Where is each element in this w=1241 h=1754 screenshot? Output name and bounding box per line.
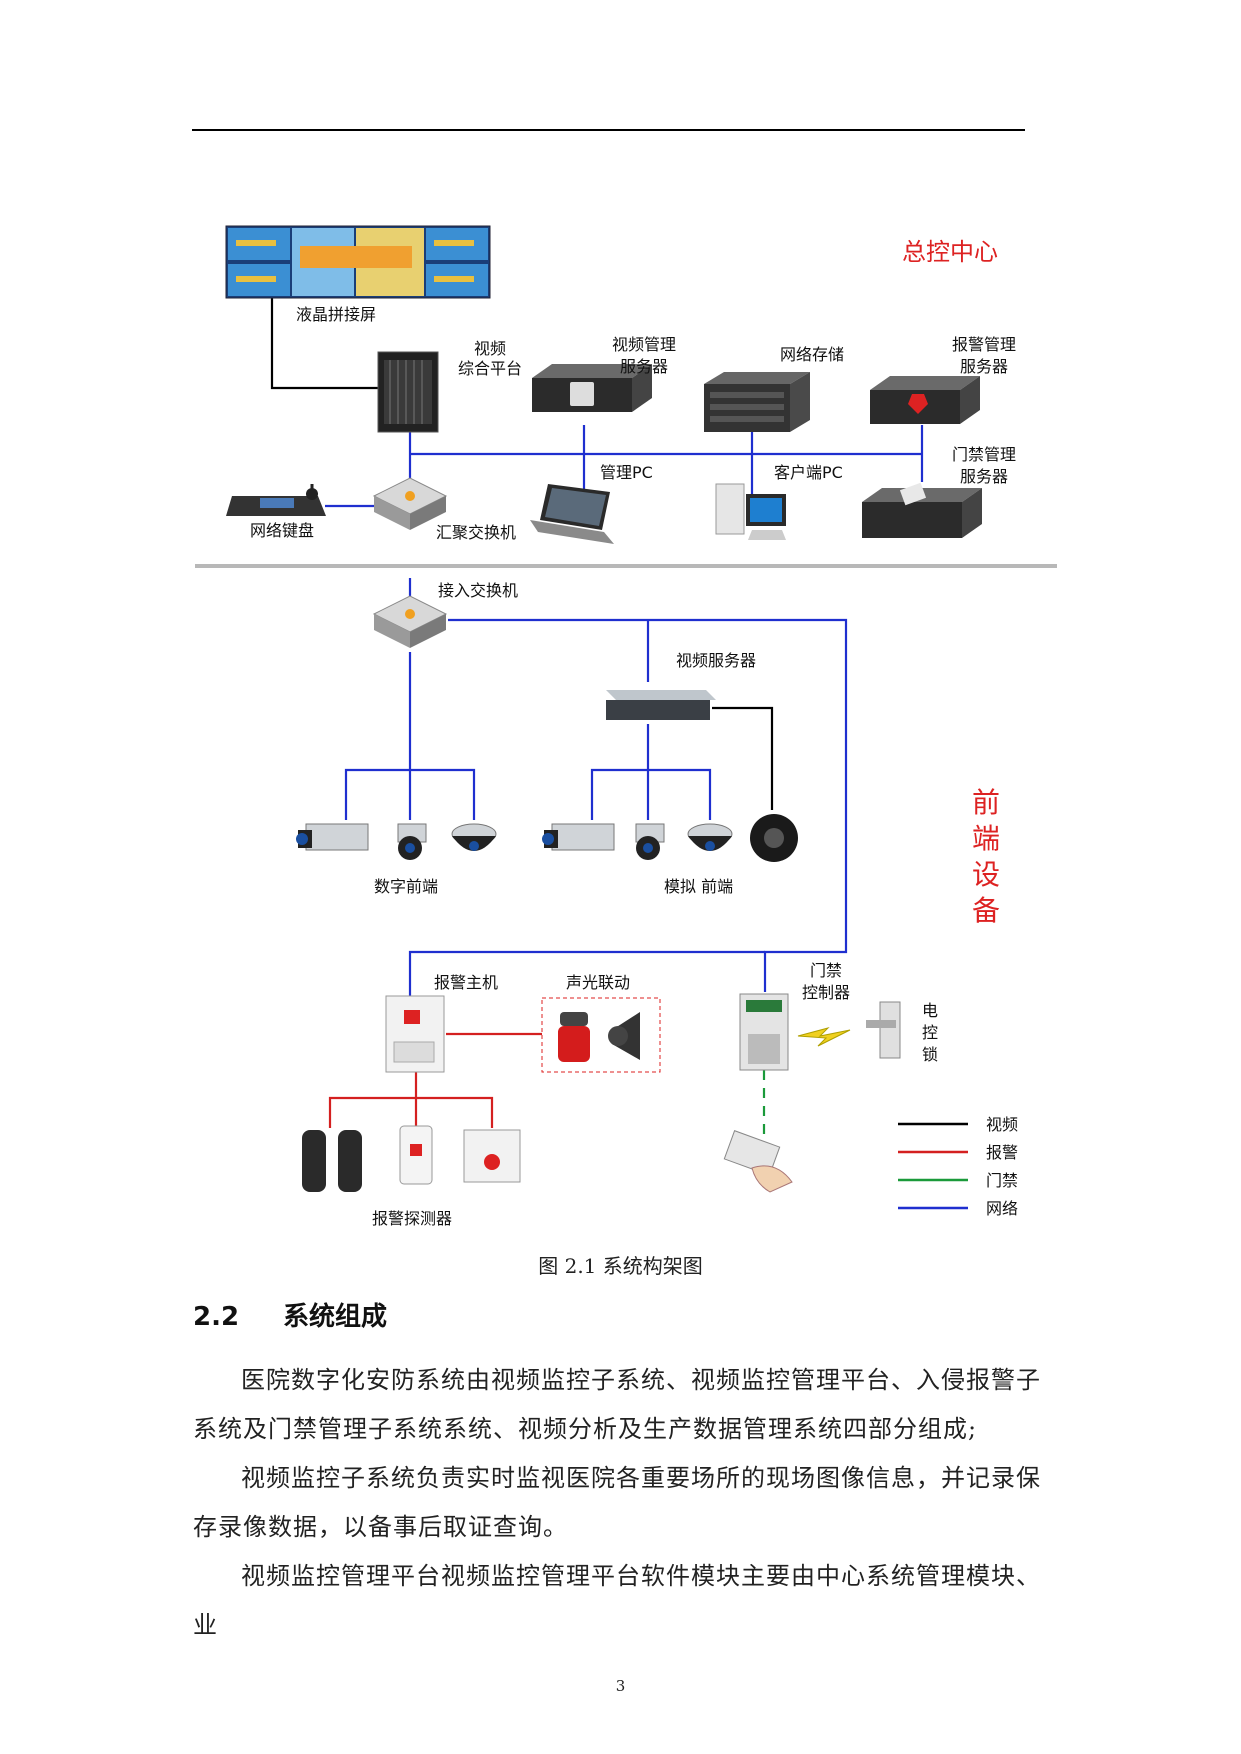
- net-line-trunk-right: [448, 618, 848, 992]
- label-access-mgmt-1: 门禁管理: [952, 445, 1016, 464]
- bullet-camera-icon: [542, 823, 615, 851]
- label-platform-2: 综合平台: [458, 359, 522, 378]
- header-rule: [192, 129, 1025, 131]
- label-video-mgmt-2: 服务器: [620, 357, 668, 376]
- label-analog-front: 模拟 前端: [664, 877, 733, 896]
- alarm-mgmt-server-icon: [870, 376, 980, 424]
- label-mgmt-pc: 管理PC: [600, 463, 653, 482]
- dome-camera-icon: [451, 823, 497, 851]
- label-access-controller-2: 控制器: [802, 983, 850, 1002]
- network-storage-icon: [704, 372, 810, 432]
- label-network-storage: 网络存储: [780, 345, 844, 364]
- label-aggregation-switch: 汇聚交换机: [436, 523, 516, 542]
- title-front-4: 备: [972, 894, 1000, 927]
- label-video-server: 视频服务器: [676, 651, 756, 670]
- net-line-analog-branch: [590, 768, 712, 820]
- dome-camera-icon: [397, 823, 427, 860]
- paragraph-1: 医院数字化安防系统由视频监控子系统、视频监控管理平台、入侵报警子系统及门禁管理子…: [193, 1366, 1041, 1443]
- desktop-pc-icon: [715, 483, 786, 540]
- strobe-light-icon: [558, 1012, 590, 1062]
- access-switch-icon: [372, 595, 448, 648]
- dome-camera-icon: [687, 823, 733, 851]
- platform-chassis-icon: [377, 351, 439, 433]
- label-video-mgmt-1: 视频管理: [612, 335, 676, 354]
- page-number: 3: [615, 1677, 626, 1695]
- section-number: 2.2: [193, 1302, 240, 1332]
- lcd-wall-icon: [225, 225, 491, 299]
- panic-button-icon: [463, 1129, 521, 1183]
- legend-label-video: 视频: [986, 1115, 1018, 1134]
- alarm-line-button: [416, 1096, 494, 1128]
- sound-light-box: [541, 997, 661, 1073]
- siren-horn-icon: [608, 1012, 640, 1060]
- network-keyboard-icon: [226, 484, 326, 516]
- label-alarm-host: 报警主机: [434, 973, 498, 992]
- label-client-pc: 客户端PC: [774, 463, 843, 482]
- net-line-alarm-host: [408, 950, 765, 998]
- black-dome-camera-icon: [750, 814, 798, 862]
- access-controller-icon: [739, 993, 789, 1071]
- label-sound-light: 声光联动: [566, 973, 630, 992]
- video-mgmt-server-icon: [532, 364, 652, 412]
- legend-label-door: 门禁: [986, 1171, 1018, 1190]
- electric-lock-icon: [866, 1001, 901, 1059]
- label-lock-3: 锁: [922, 1045, 938, 1064]
- laptop-icon: [530, 484, 614, 544]
- access-mgmt-server-icon: [862, 482, 982, 538]
- alarm-host-icon: [385, 995, 445, 1073]
- label-lock-2: 控: [922, 1023, 938, 1042]
- label-alarm-mgmt-1: 报警管理: [952, 335, 1016, 354]
- legend-label-network: 网络: [986, 1199, 1018, 1218]
- section-heading: 2.2 系统组成: [193, 1296, 387, 1333]
- label-lcd-wall: 液晶拼接屏: [296, 305, 376, 324]
- label-access-controller-1: 门禁: [810, 961, 842, 980]
- alarm-line-detectors: [328, 1072, 418, 1128]
- video-line-analog: [712, 706, 774, 810]
- label-digital-front: 数字前端: [374, 877, 438, 896]
- beam-detector-icon: [302, 1130, 362, 1192]
- pir-detector-icon: [399, 1125, 433, 1185]
- aggregation-switch-icon: [372, 477, 448, 530]
- legend-label-alarm: 报警: [986, 1143, 1018, 1162]
- title-front-3: 设: [972, 858, 1000, 891]
- label-access-mgmt-2: 服务器: [960, 467, 1008, 486]
- label-alarm-detector: 报警探测器: [372, 1209, 452, 1228]
- dome-camera-icon: [635, 823, 665, 860]
- label-lock-1: 电: [922, 1001, 938, 1020]
- section-divider: [195, 564, 1057, 568]
- label-platform-1: 视频: [474, 339, 506, 358]
- legend: 视频 报警 门禁 网络: [898, 1115, 1018, 1218]
- label-network-keyboard: 网络键盘: [250, 521, 314, 540]
- video-server-icon: [606, 690, 716, 720]
- label-alarm-mgmt-2: 服务器: [960, 357, 1008, 376]
- title-front-1: 前: [972, 786, 1000, 819]
- title-front-2: 端: [972, 822, 1000, 855]
- section-title: 系统组成: [283, 1302, 388, 1332]
- wireless-bolt-icon: [797, 1027, 851, 1047]
- system-architecture-diagram: 总控中心 前 端 设 备 液晶拼接屏 视频 综合平台 视频管理 服务器: [195, 225, 1057, 1228]
- paragraph-3: 视频监控管理平台视频监控管理平台软件模块主要由中心系统管理模块、业: [193, 1562, 1041, 1639]
- label-access-switch: 接入交换机: [438, 581, 518, 600]
- title-control-center: 总控中心: [902, 238, 998, 266]
- paragraph-2: 视频监控子系统负责实时监视医院各重要场所的现场图像信息，并记录保存录像数据，以备…: [193, 1464, 1041, 1541]
- bullet-camera-icon: [296, 823, 369, 851]
- access-card-icon: [723, 1130, 793, 1193]
- figure-caption: 图 2.1 系统构架图: [538, 1254, 703, 1278]
- video-line-lcd: [270, 298, 378, 390]
